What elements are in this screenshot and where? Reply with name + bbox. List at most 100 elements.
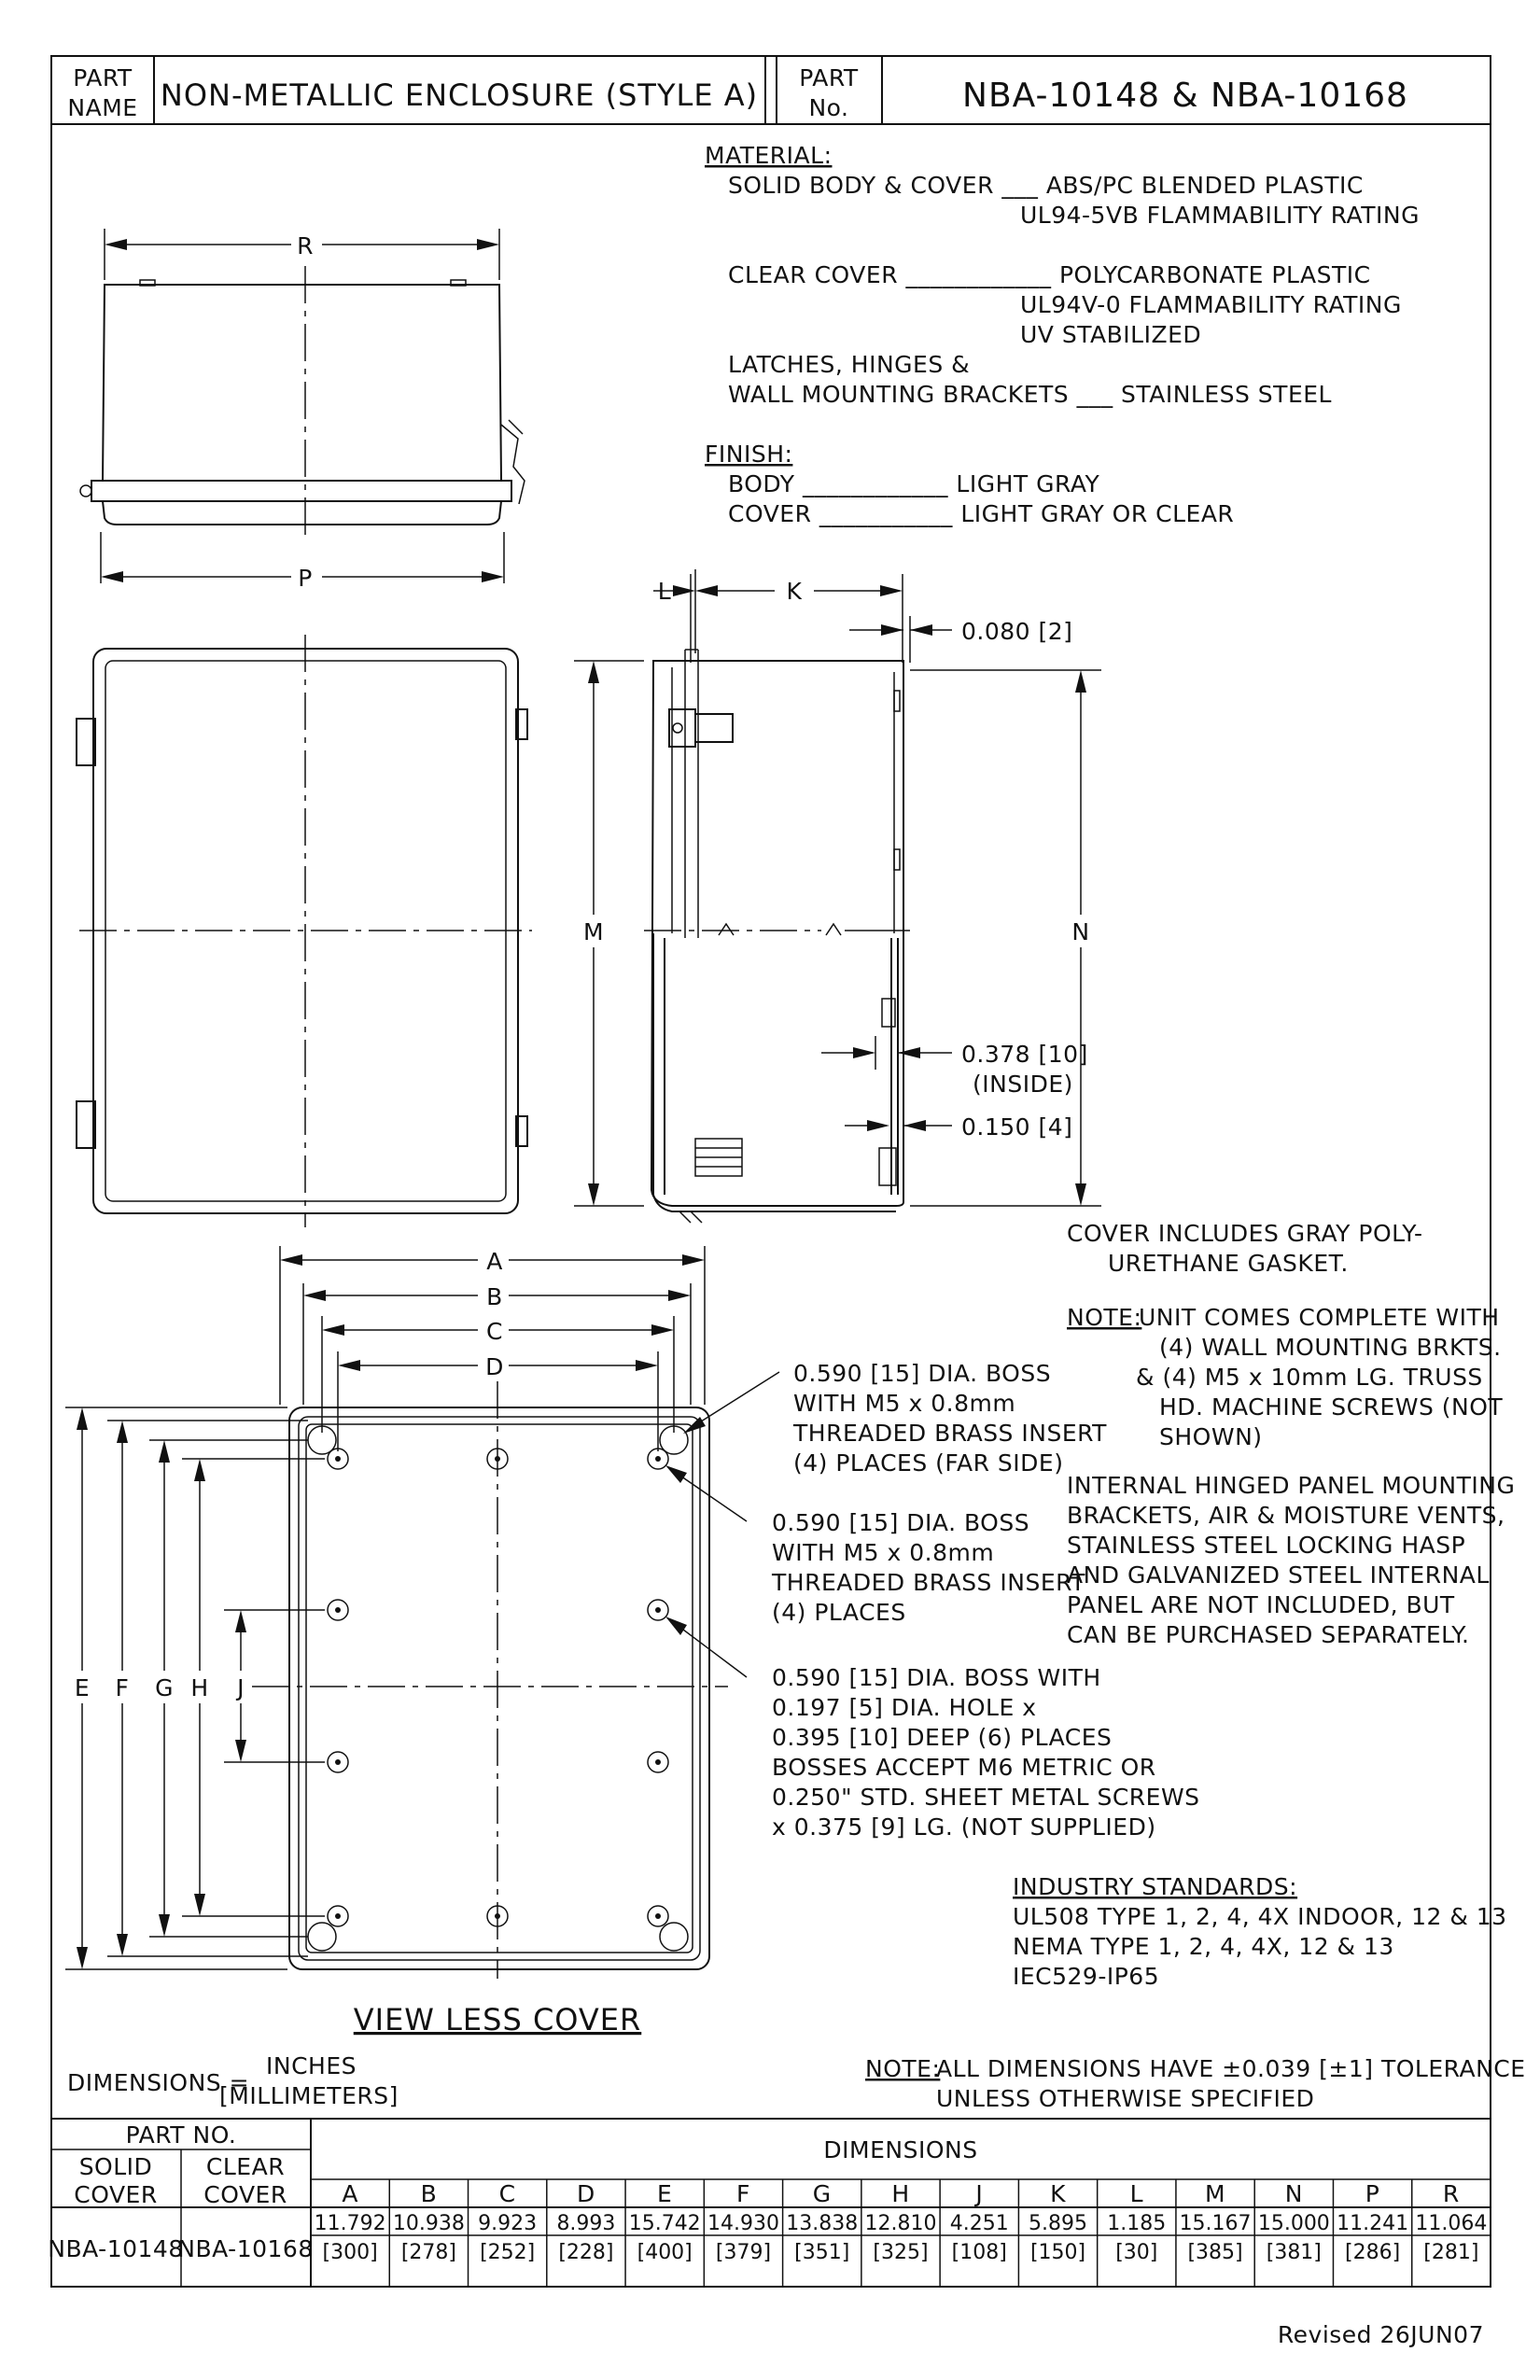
table-cell-mm: [286] bbox=[1345, 2241, 1400, 2264]
boss-hole-line-3: 0.395 [10] DEEP (6) PLACES bbox=[772, 1724, 1112, 1751]
table-cell-mm: [228] bbox=[558, 2241, 613, 2264]
dim-P-label: P bbox=[298, 565, 313, 592]
table-column-header: M bbox=[1205, 2180, 1225, 2207]
tolerance-line-1: ALL DIMENSIONS HAVE ±0.039 [±1] TOLERANC… bbox=[936, 2055, 1526, 2082]
table-clear-header-1: CLEAR bbox=[206, 2153, 285, 2180]
material-line-2: UL94-5VB FLAMMABILITY RATING bbox=[1020, 202, 1420, 229]
table-part-no-header: PART NO. bbox=[126, 2121, 237, 2149]
dim-J-label: J bbox=[235, 1674, 245, 1701]
table-cell-mm: [385] bbox=[1187, 2241, 1242, 2264]
material-line-6: LATCHES, HINGES & bbox=[728, 351, 970, 378]
finish-line-2: COVER ___________ LIGHT GRAY OR CLEAR bbox=[728, 500, 1234, 527]
standards-line-3: IEC529-IP65 bbox=[1013, 1963, 1159, 1990]
table-column-header: A bbox=[342, 2180, 358, 2207]
boss-hole-line-4: BOSSES ACCEPT M6 METRIC OR bbox=[772, 1754, 1156, 1781]
front-view bbox=[76, 635, 532, 1227]
standards-line-2: NEMA TYPE 1, 2, 4, 4X, 12 & 13 bbox=[1013, 1933, 1394, 1960]
table-clear-header-2: COVER bbox=[203, 2181, 287, 2208]
note-line-4: HD. MACHINE SCREWS (NOT bbox=[1159, 1393, 1503, 1421]
note-line-1: UNIT COMES COMPLETE WITH bbox=[1139, 1304, 1500, 1331]
side-view: L K 0.080 [2] bbox=[574, 569, 1101, 1224]
table-cell-mm: [108] bbox=[952, 2241, 1007, 2264]
table-cell-mm: [30] bbox=[1115, 2241, 1157, 2264]
table-cell-inches: 14.930 bbox=[707, 2212, 779, 2235]
dim-R-label: R bbox=[297, 232, 314, 259]
dimensions-table: PART NO. SOLID COVER CLEAR COVER DIMENSI… bbox=[48, 2118, 1491, 2287]
boss-far-line-4: (4) PLACES (FAR SIDE) bbox=[793, 1449, 1063, 1477]
table-column-header: E bbox=[657, 2180, 672, 2207]
gasket-note-1: COVER INCLUDES GRAY POLY- bbox=[1067, 1220, 1423, 1247]
table-cell-inches: 15.742 bbox=[629, 2212, 701, 2235]
table-clear-part: NBA-10168 bbox=[177, 2235, 313, 2262]
boss-far-line-1: 0.590 [15] DIA. BOSS bbox=[793, 1360, 1051, 1387]
standards-heading: INDUSTRY STANDARDS: bbox=[1013, 1873, 1297, 1900]
table-cell-mm: [300] bbox=[323, 2241, 378, 2264]
table-solid-header-1: SOLID bbox=[79, 2153, 153, 2180]
finish-spec: FINISH: BODY ____________ LIGHT GRAY COV… bbox=[705, 441, 1234, 527]
boss-hole-line-6: x 0.375 [9] LG. (NOT SUPPLIED) bbox=[772, 1813, 1156, 1841]
table-cell-inches: 12.810 bbox=[865, 2212, 937, 2235]
table-column-header: P bbox=[1365, 2180, 1380, 2207]
accessories-line-5: PANEL ARE NOT INCLUDED, BUT bbox=[1067, 1591, 1455, 1618]
table-cell-mm: [150] bbox=[1030, 2241, 1085, 2264]
accessories-line-2: BRACKETS, AIR & MOISTURE VENTS, bbox=[1067, 1502, 1505, 1529]
tolerance-label: NOTE: bbox=[865, 2055, 940, 2082]
material-line-4: UL94V-0 FLAMMABILITY RATING bbox=[1020, 291, 1402, 318]
part-no-label-2: No. bbox=[808, 94, 848, 121]
boss-near-line-1: 0.590 [15] DIA. BOSS bbox=[772, 1509, 1029, 1536]
boss-hole-line-1: 0.590 [15] DIA. BOSS WITH bbox=[772, 1664, 1101, 1691]
top-view: R P bbox=[79, 229, 525, 592]
part-number: NBA-10148 & NBA-10168 bbox=[962, 77, 1408, 115]
table-cell-inches: 15.167 bbox=[1180, 2212, 1252, 2235]
table-cell-inches: 9.923 bbox=[478, 2212, 537, 2235]
dim-B-label: B bbox=[486, 1283, 503, 1310]
part-name-label-1: PART bbox=[73, 64, 133, 91]
part-name: NON-METALLIC ENCLOSURE (STYLE A) bbox=[161, 77, 758, 113]
table-column-header: L bbox=[1130, 2180, 1143, 2207]
units-legend: DIMENSIONS = INCHES [MILLIMETERS] bbox=[67, 2052, 398, 2109]
table-cell-inches: 13.838 bbox=[786, 2212, 858, 2235]
boss-far-line-2: WITH M5 x 0.8mm bbox=[793, 1390, 1015, 1417]
table-solid-header-2: COVER bbox=[74, 2181, 157, 2208]
note-line-2: (4) WALL MOUNTING BRKTS. bbox=[1159, 1334, 1502, 1361]
material-line-3: CLEAR COVER ____________ POLYCARBONATE P… bbox=[728, 261, 1371, 288]
dim-H-label: H bbox=[190, 1674, 208, 1701]
accessories-line-1: INTERNAL HINGED PANEL MOUNTING bbox=[1067, 1472, 1515, 1499]
boss-near-line-3: THREADED BRASS INSERT bbox=[771, 1569, 1085, 1596]
table-column-header: G bbox=[813, 2180, 832, 2207]
table-column-header: D bbox=[577, 2180, 595, 2207]
table-dimensions-header: DIMENSIONS bbox=[823, 2136, 977, 2163]
table-cell-inches: 11.064 bbox=[1415, 2212, 1487, 2235]
gasket-note-2: URETHANE GASKET. bbox=[1108, 1250, 1349, 1277]
material-spec: MATERIAL: SOLID BODY & COVER ___ ABS/PC … bbox=[705, 142, 1420, 408]
table-cell-inches: 15.000 bbox=[1258, 2212, 1330, 2235]
part-no-label-1: PART bbox=[799, 64, 859, 91]
table-cell-mm: [281] bbox=[1423, 2241, 1478, 2264]
table-cell-mm: [379] bbox=[716, 2241, 771, 2264]
table-cell-inches: 11.241 bbox=[1337, 2212, 1408, 2235]
dim-K-label: K bbox=[787, 578, 803, 605]
table-cell-mm: [400] bbox=[637, 2241, 693, 2264]
finish-line-1: BODY ____________ LIGHT GRAY bbox=[728, 470, 1100, 497]
industry-standards: INDUSTRY STANDARDS: UL508 TYPE 1, 2, 4, … bbox=[1013, 1873, 1506, 1990]
boss-near-line-2: WITH M5 x 0.8mm bbox=[772, 1539, 994, 1566]
table-cell-inches: 5.895 bbox=[1029, 2212, 1087, 2235]
view-less-cover: A B C D bbox=[65, 1246, 780, 2037]
table-cell-mm: [381] bbox=[1267, 2241, 1322, 2264]
table-cell-inches: 4.251 bbox=[950, 2212, 1009, 2235]
callout-inside: 0.378 [10] bbox=[961, 1041, 1088, 1068]
callout-inside-note: (INSIDE) bbox=[973, 1071, 1073, 1098]
dim-E-label: E bbox=[75, 1674, 90, 1701]
accessories-line-3: STAINLESS STEEL LOCKING HASP bbox=[1067, 1532, 1465, 1559]
material-line-5: UV STABILIZED bbox=[1020, 321, 1201, 348]
table-cell-inches: 1.185 bbox=[1107, 2212, 1166, 2235]
view-less-cover-label: VIEW LESS COVER bbox=[354, 2002, 642, 2037]
part-name-label-2: NAME bbox=[67, 94, 137, 121]
dim-F-label: F bbox=[116, 1674, 130, 1701]
dim-M-label: M bbox=[583, 918, 604, 945]
table-cell-inches: 8.993 bbox=[556, 2212, 615, 2235]
boss-callouts: 0.590 [15] DIA. BOSS WITH M5 x 0.8mm THR… bbox=[771, 1360, 1199, 1841]
accessories-line-6: CAN BE PURCHASED SEPARATELY. bbox=[1067, 1621, 1469, 1648]
note-line-5: SHOWN) bbox=[1159, 1423, 1263, 1450]
